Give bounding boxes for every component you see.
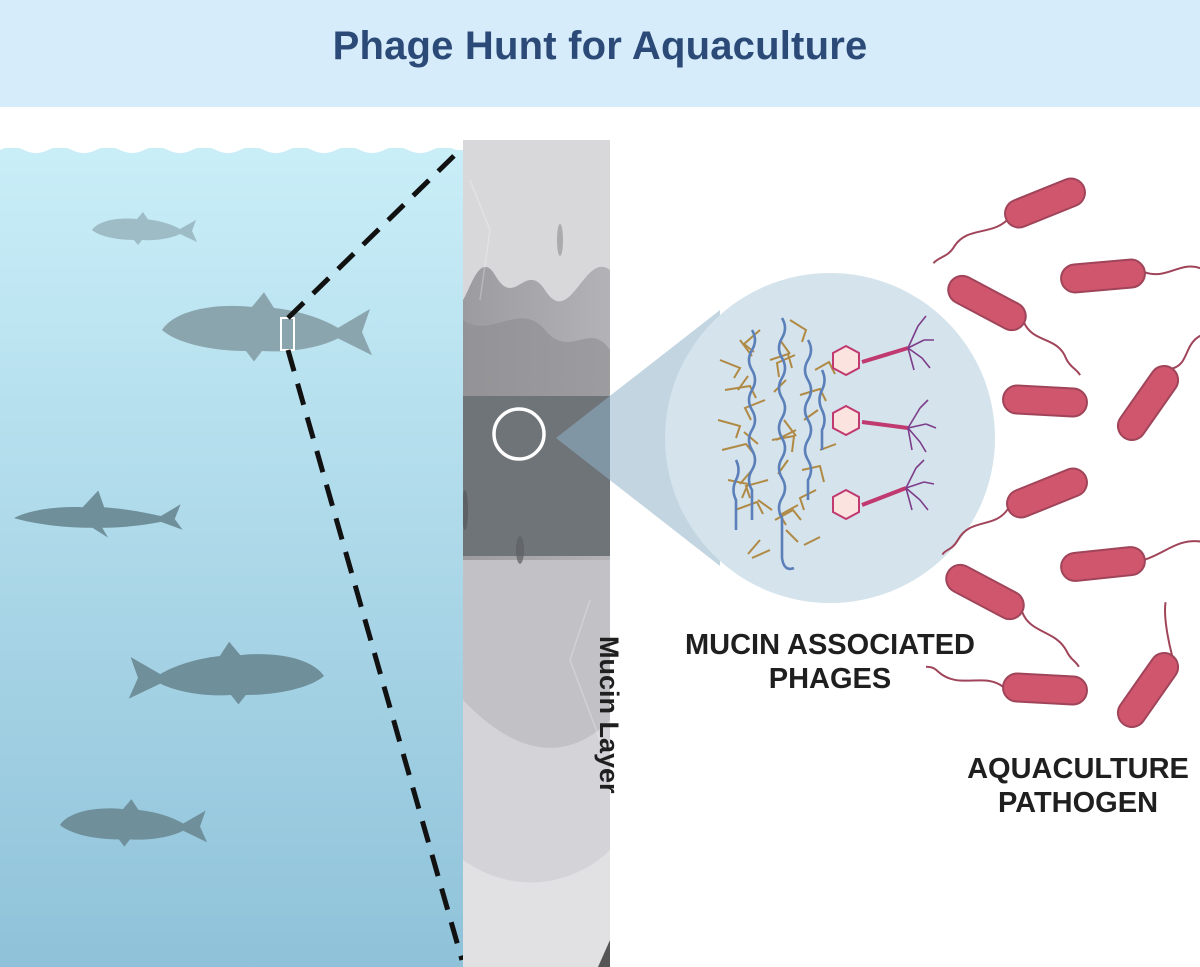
bacterium-icon [1002,384,1088,418]
header-banner [0,0,1200,107]
pathogen-label: AQUACULTURE PATHOGEN [950,752,1200,820]
phages-label: MUCIN ASSOCIATED PHAGES [660,628,1000,696]
zoom-dashed-lines [285,146,465,961]
water-body [0,142,463,967]
phage-icon [832,315,934,377]
pathogen-label-line-1: AQUACULTURE [967,753,1189,785]
bacterium-icon [1060,540,1200,582]
phages-label-line-1: MUCIN ASSOCIATED [685,629,975,661]
phage-icon [832,459,935,521]
bacterium-icon [1116,333,1200,441]
bacteria-cluster [925,177,1200,728]
phage-icon [832,399,937,453]
bacterium-icon [925,665,1088,706]
bacterium-icon [945,563,1080,668]
phages-label-line-2: PHAGES [768,663,892,695]
mucin-layer-label: Mucin Layer [594,636,624,794]
bacterium-icon [1116,602,1180,728]
bacterium-icon [947,274,1081,376]
page-title: Phage Hunt for Aquaculture [332,24,868,68]
pathogen-label-line-2: PATHOGEN [997,787,1159,819]
bacterium-icon [1060,258,1200,294]
sample-region-box [280,317,295,351]
zoom-circle-icon [492,407,546,461]
bacterium-icon [941,467,1088,556]
magnified-view [665,273,995,603]
mucin-layer-strip [463,140,610,967]
mucin-glycoprotein [717,317,837,571]
bacterium-icon [932,177,1086,264]
